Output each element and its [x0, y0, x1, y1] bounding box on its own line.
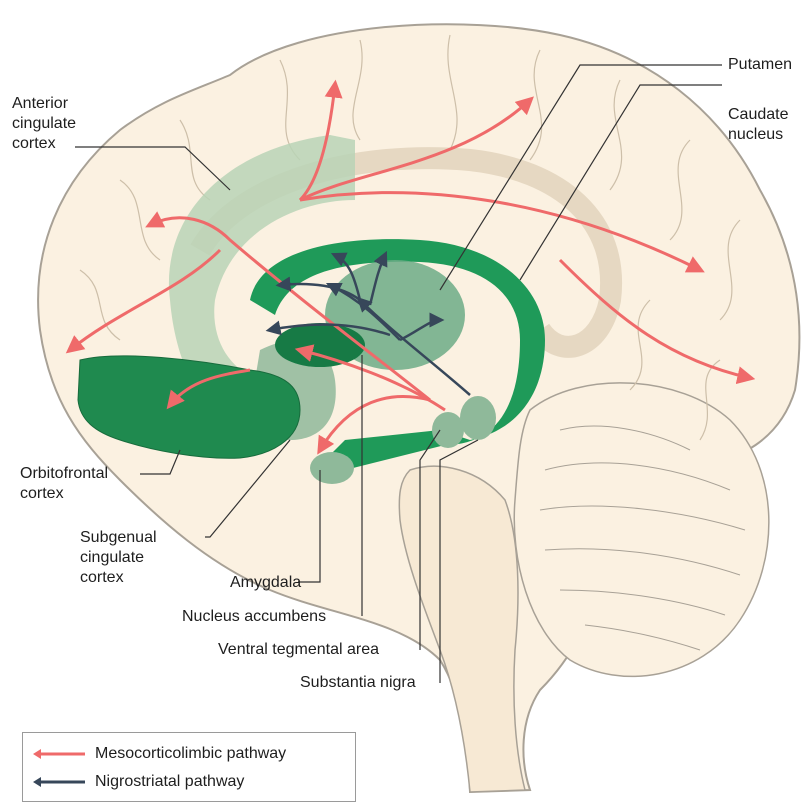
- label-ventral-tegmental-area: Ventral tegmental area: [218, 640, 379, 660]
- label-anterior-cingulate-cortex: Anterior cingulate cortex: [12, 94, 76, 154]
- dark-arrow-icon: [31, 776, 87, 788]
- label-substantia-nigra: Substantia nigra: [300, 673, 416, 693]
- label-caudate-nucleus: Caudate nucleus: [728, 105, 789, 145]
- red-arrow-icon: [31, 748, 87, 760]
- legend-label-mesocorticolimbic: Mesocorticolimbic pathway: [95, 745, 286, 763]
- amygdala-region: [310, 452, 354, 484]
- label-nucleus-accumbens: Nucleus accumbens: [182, 607, 326, 627]
- legend-item-mesocorticolimbic: Mesocorticolimbic pathway: [31, 743, 286, 765]
- nucleus-accumbens-region: [275, 323, 365, 367]
- legend-label-nigrostriatal: Nigrostriatal pathway: [95, 773, 244, 791]
- vta-region: [432, 412, 464, 448]
- substantia-nigra-region: [460, 396, 496, 440]
- label-putamen: Putamen: [728, 55, 792, 75]
- label-orbitofrontal-cortex: Orbitofrontal cortex: [20, 464, 108, 504]
- label-amygdala: Amygdala: [230, 573, 301, 593]
- cerebellum: [514, 383, 769, 677]
- legend: Mesocorticolimbic pathway Nigrostriatal …: [22, 732, 356, 802]
- label-subgenual-cingulate-cortex: Subgenual cingulate cortex: [80, 528, 157, 588]
- legend-item-nigrostriatal: Nigrostriatal pathway: [31, 771, 244, 793]
